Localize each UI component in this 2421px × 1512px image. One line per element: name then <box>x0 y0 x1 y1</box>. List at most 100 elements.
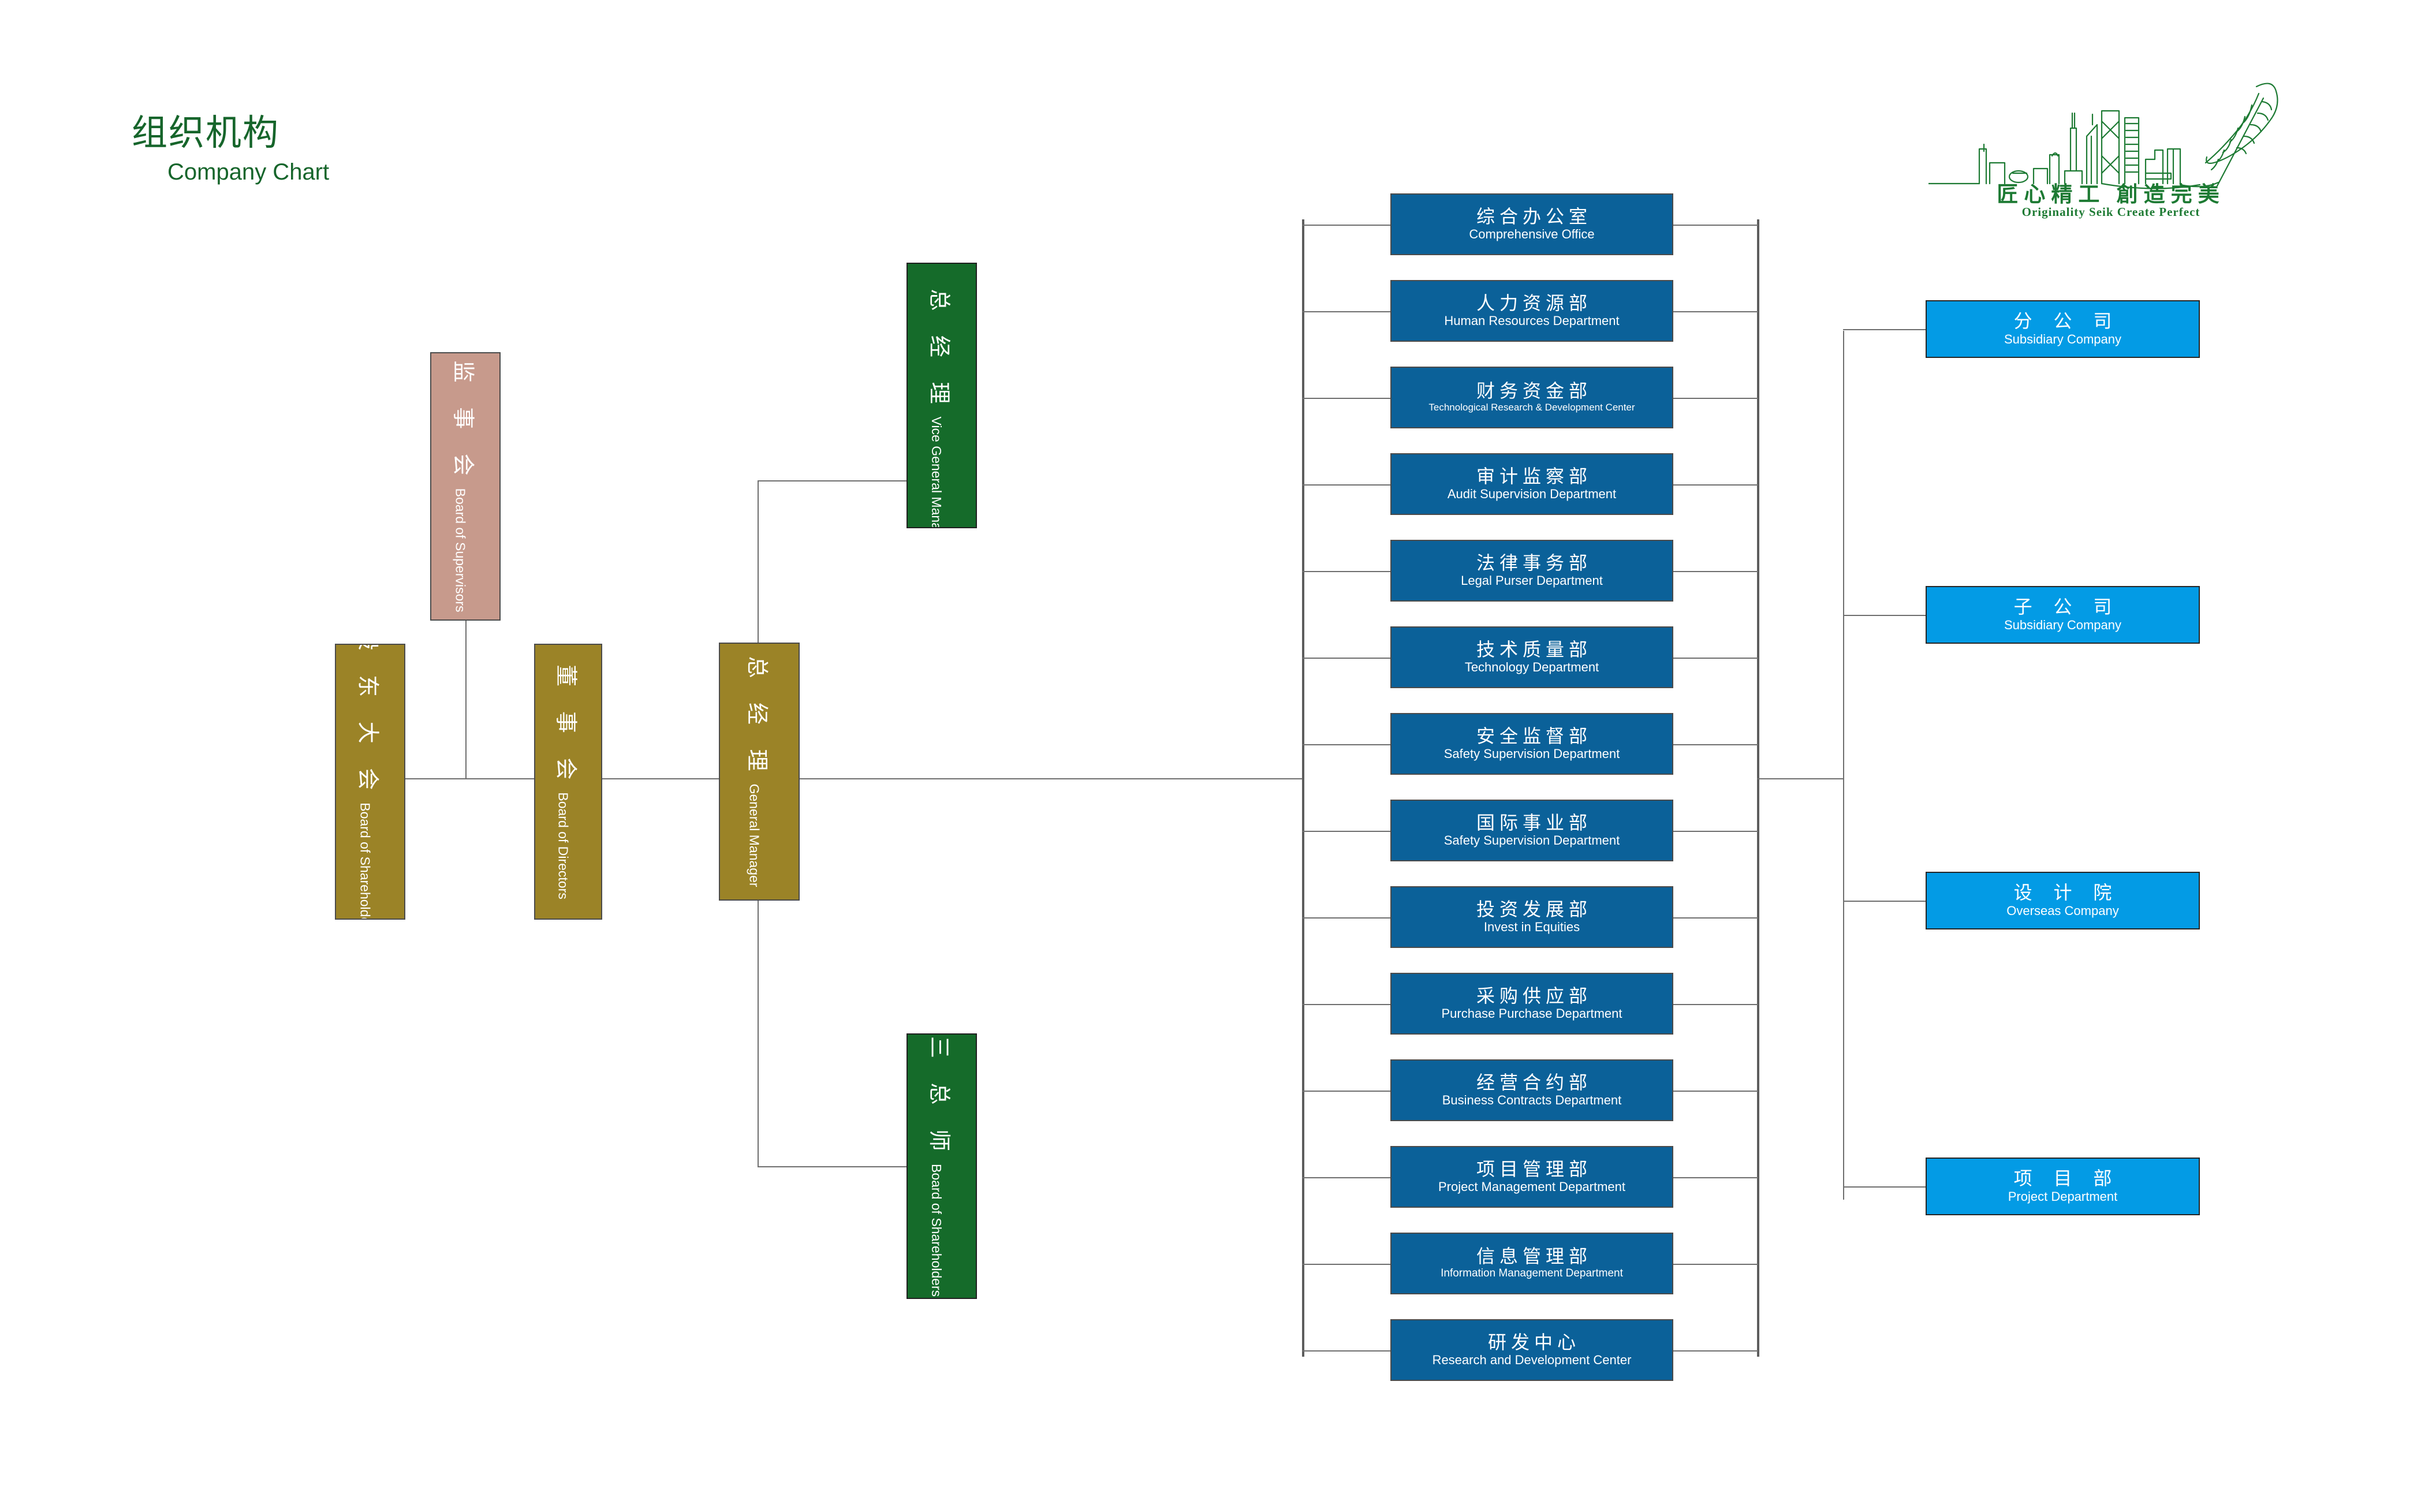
connector-department-stub-left <box>1302 224 1390 226</box>
box-label-rot: 副 总 经 理 Vice General Manager <box>926 263 958 528</box>
connector-departments-subsidiaries <box>1757 778 1844 779</box>
department-label-cn: 审计监察部 <box>1476 465 1592 487</box>
connector-department-stub-left <box>1302 657 1390 659</box>
department-label-en: Research and Development Center <box>1432 1353 1632 1368</box>
department-label-cn: 采购供应部 <box>1476 985 1592 1006</box>
connector-department-stub-right <box>1673 224 1758 226</box>
logo-slogan-en: Originality Seik Create Perfect <box>2021 205 2200 219</box>
subsidiary-label-cn: 分 公 司 <box>2013 311 2120 332</box>
department-label-cn: 国际事业部 <box>1476 812 1592 833</box>
department-label-en: Safety Supervision Department <box>1443 746 1620 761</box>
box-board-of-shareholders[interactable]: 股 东 大 会 Board of Shareholders <box>335 644 405 920</box>
connector-department-stub-left <box>1302 1263 1390 1265</box>
department-label-cn: 安全监督部 <box>1476 725 1592 746</box>
department-label-en: Project Management Department <box>1438 1179 1626 1194</box>
department-label-cn: 信息管理部 <box>1476 1246 1592 1267</box>
connector-department-stub-right <box>1673 830 1758 832</box>
subsidiary-label-cn: 项 目 部 <box>2013 1168 2120 1189</box>
page-title-cn: 组织机构 <box>132 113 280 153</box>
subsidiary-label-cn: 设 计 院 <box>2013 882 2120 904</box>
department-label-en: Legal Purser Department <box>1461 573 1603 588</box>
box-label-en: General Manager <box>747 783 762 887</box>
department-label-cn: 经营合约部 <box>1476 1072 1592 1093</box>
connector-supervisors <box>465 621 467 779</box>
department-label-cn: 综合办公室 <box>1476 206 1592 227</box>
department-label-en: Audit Supervision Department <box>1447 487 1617 502</box>
box-label-en: Board of Shareholders <box>929 1163 945 1297</box>
box-board-of-directors[interactable]: 董 事 会 Board of Directors <box>534 644 602 920</box>
box-vice-general-manager[interactable]: 副 总 经 理 Vice General Manager <box>907 263 977 528</box>
department-label-cn: 项目管理部 <box>1476 1158 1592 1179</box>
connector-gm-vice-riser <box>758 480 759 779</box>
department-label-en: Technological Research & Development Cen… <box>1428 401 1635 413</box>
company-logo: 匠心精工 創造完美 Originality Seik Create Perfec… <box>1928 64 2286 237</box>
connector-department-stub-right <box>1673 397 1758 399</box>
connector-department-stub-left <box>1302 917 1390 919</box>
box-label-rot: 董 事 会 Board of Directors <box>553 664 584 899</box>
connector-department-stub-right <box>1673 1090 1758 1092</box>
logo-slogan-cn: 匠心精工 創造完美 <box>1997 183 2225 207</box>
box-label-rot: 三 总 师 Board of Shareholders <box>926 1036 958 1296</box>
connector-vice-gm <box>758 480 907 481</box>
box-label-en: Board of Shareholders <box>357 802 373 920</box>
box-label-cn: 监 事 会 <box>450 360 475 485</box>
connector-department-stub-left <box>1302 311 1390 312</box>
subsidiary-label-en: Overseas Company <box>2006 903 2119 918</box>
department-label-en: Purchase Purchase Department <box>1441 1006 1622 1021</box>
connector-department-stub-right <box>1673 1263 1758 1265</box>
box-board-of-supervisors[interactable]: 监 事 会 Board of Supervisors <box>430 352 501 621</box>
subsidiary-label-cn: 子 公 司 <box>2013 596 2120 618</box>
connector-department-stub-right <box>1673 311 1758 312</box>
connector-department-stub-right <box>1673 744 1758 745</box>
city-skyline-feather-icon <box>1928 83 2278 189</box>
box-label-cn: 三 总 师 <box>927 1036 952 1160</box>
box-three-chief-engineers[interactable]: 三 总 师 Board of Shareholders <box>907 1033 977 1299</box>
department-label-cn: 法律事务部 <box>1476 552 1592 573</box>
box-label-cn: 副 总 经 理 <box>927 263 952 413</box>
box-label-cn: 总 经 理 <box>744 656 769 781</box>
box-label-rot: 股 东 大 会 Board of Shareholders <box>355 645 386 920</box>
connector-department-stub-right <box>1673 1003 1758 1005</box>
subsidiary-label-en: Subsidiary Company <box>2004 617 2121 632</box>
connector-department-stub-left <box>1302 830 1390 832</box>
connector-department-stub-right <box>1673 570 1758 572</box>
connector-subsidiary-spine <box>1843 331 1844 1200</box>
box-general-manager[interactable]: 总 经 理 General Manager <box>719 643 800 901</box>
connector-department-right-spine <box>1757 219 1759 1357</box>
box-label-cn: 董 事 会 <box>553 664 578 789</box>
department-label-en: Business Contracts Department <box>1442 1093 1622 1108</box>
department-label-en: Human Resources Department <box>1444 313 1620 328</box>
box-label-en: Board of Directors <box>555 792 571 899</box>
department-label-cn: 财务资金部 <box>1476 380 1592 402</box>
department-label-en: Comprehensive Office <box>1469 227 1595 242</box>
connector-three-chiefs <box>758 1166 907 1167</box>
connector-department-stub-left <box>1302 1350 1390 1352</box>
connector-subsidiary-stub <box>1843 901 1926 902</box>
department-label-en: Invest in Equities <box>1483 920 1580 935</box>
connector-gm-departments <box>800 778 1303 779</box>
subsidiary-label-en: Subsidiary Company <box>2004 331 2121 346</box>
department-label-en: Information Management Department <box>1441 1267 1623 1279</box>
connector-department-stub-left <box>1302 1003 1390 1005</box>
box-label-en: Vice General Manager <box>929 416 945 528</box>
department-label-cn: 投资发展部 <box>1476 898 1592 920</box>
connector-department-stub-left <box>1302 397 1390 399</box>
